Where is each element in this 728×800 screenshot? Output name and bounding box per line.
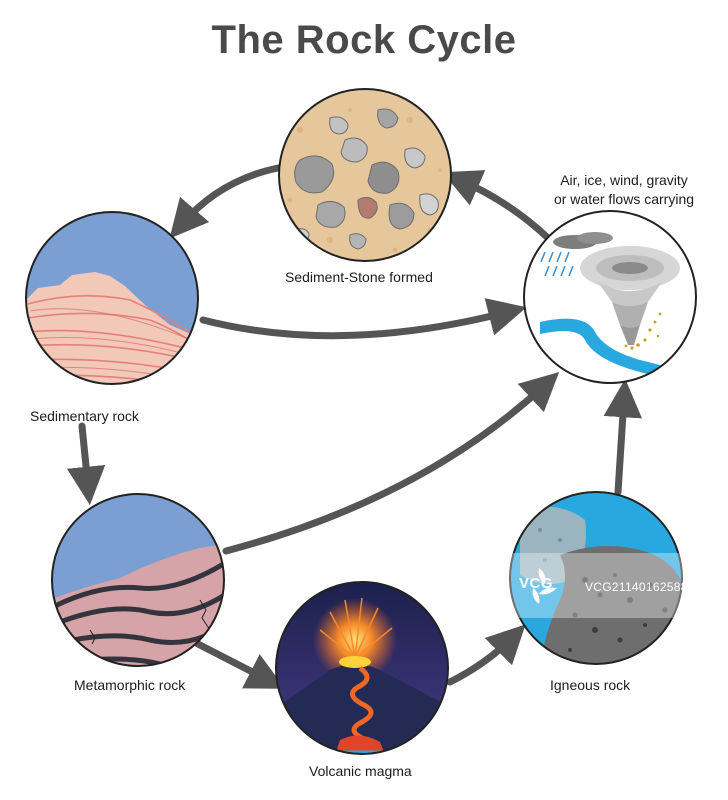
label-metamorphic-rock: Metamorphic rock [74,677,186,693]
watermark: VCG VCG211401625880 [503,553,728,618]
watermark-id: VCG211401625880 [585,580,695,594]
label-sediment-stone: Sediment-Stone formed [285,269,433,285]
sedimentary-rock-illustration [25,211,199,385]
watermark-logo-icon [532,568,557,604]
watermark-brand: VCG [519,575,554,592]
igneous-rock-illustration [509,491,683,665]
label-weathering-line2: or water flows carrying [553,191,695,207]
label-igneous-rock: Igneous rock [550,677,631,693]
label-weathering: Air, ice, wind, gravity or water flows c… [520,171,728,209]
label-sedimentary-rock: Sedimentary rock [30,408,139,424]
metamorphic-rock-illustration [51,493,225,667]
label-volcanic-magma: Volcanic magma [309,763,412,779]
diagram-title: The Rock Cycle [211,18,517,62]
arrow-magma-to-igneous [446,624,526,686]
arrow-igneous-to-weathering [603,378,642,496]
arrow-metamorphic-to-magma [194,640,286,689]
arrow-sedimentary-to-metamorphic [66,422,106,506]
label-weathering-line1: Air, ice, wind, gravity [560,172,688,188]
arrow-sedimentary-to-weathering [199,298,527,340]
sediment-stone-illustration [278,88,452,262]
arrow-weathering-to-sediment [442,170,552,242]
arrow-metamorphic-to-weathering [222,371,560,555]
arrow-sediment-to-sedimentary [169,164,282,239]
volcanic-magma-illustration [275,581,449,755]
